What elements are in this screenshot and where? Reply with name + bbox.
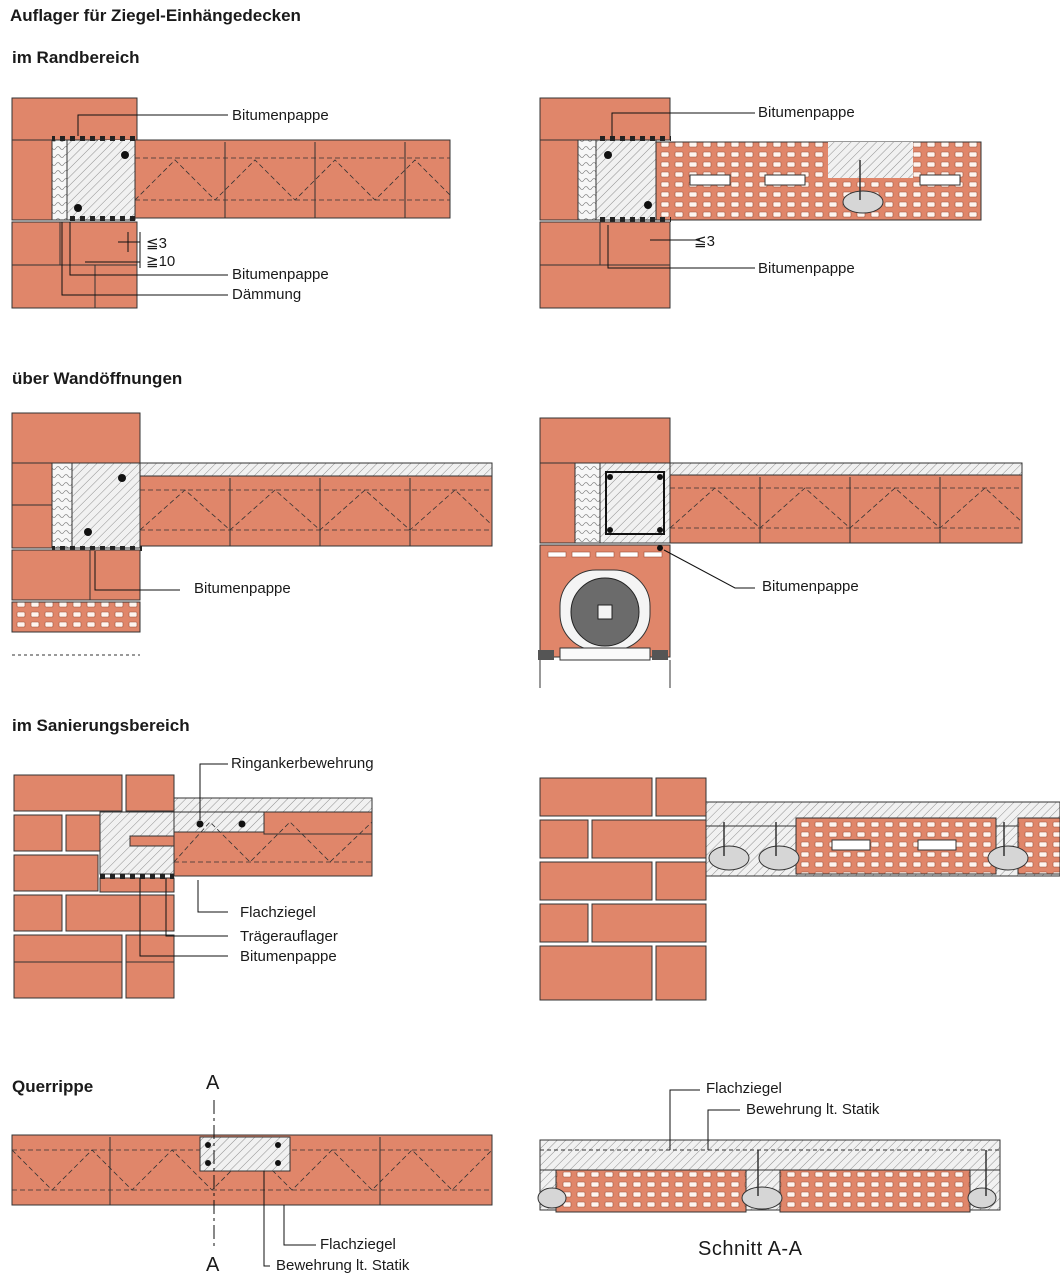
label-bitumenpappe-r2l: Bitumenpappe [194, 580, 291, 597]
drawing-randbereich-left [11, 97, 451, 309]
label-bitumenpappe-r3: Bitumenpappe [240, 948, 337, 965]
drawing-schnitt-aa [537, 1089, 1001, 1213]
section-mark-a-top: A [206, 1072, 220, 1094]
label-bewehrung-r4l: Bewehrung lt. Statik [276, 1257, 410, 1274]
label-dim-le3: ≦3 [146, 235, 167, 252]
section-heading-randbereich: im Randbereich [12, 48, 140, 67]
section-heading-querrippe: Querrippe [12, 1077, 94, 1096]
label-bewehrung-schnitt: Bewehrung lt. Statik [746, 1101, 880, 1118]
label-ringankerbewehrung: Ringankerbewehrung [231, 755, 374, 772]
label-traegerauflager: Trägerauflager [240, 928, 338, 945]
drawing-querrippe-left [11, 1100, 493, 1267]
label-bitumenpappe-r1l-bottom: Bitumenpappe [232, 266, 329, 283]
label-dim-le3-right: ≦3 [694, 233, 715, 250]
label-daemmung: Dämmung [232, 286, 302, 303]
label-flachziegel-r4: Flachziegel [320, 1236, 396, 1253]
drawing-randbereich-right [539, 97, 982, 309]
page-title: Auflager für Ziegel-Einhängedecken [10, 6, 301, 25]
drawing-sanierung-left [13, 763, 373, 999]
section-heading-wandoeffnungen: über Wandöffnungen [12, 369, 183, 388]
drawing-sanierung-right [539, 777, 1060, 1001]
label-flachziegel-schnitt: Flachziegel [706, 1080, 782, 1097]
label-bitumenpappe-r2r: Bitumenpappe [762, 578, 859, 595]
label-bitumenpappe-r1r-top: Bitumenpappe [758, 104, 855, 121]
label-dim-ge10: ≧10 [146, 253, 176, 270]
caption-schnitt-aa: Schnitt A-A [698, 1238, 803, 1260]
drawing-wandoeffnungen-right [538, 417, 1023, 688]
drawing-wandoeffnungen-left [11, 412, 493, 656]
label-bitumenpappe-r1l-top: Bitumenpappe [232, 107, 329, 124]
label-bitumenpappe-r1r-bottom: Bitumenpappe [758, 260, 855, 277]
section-heading-sanierung: im Sanierungsbereich [12, 716, 190, 735]
label-flachziegel-r3: Flachziegel [240, 904, 316, 921]
section-mark-a-bottom: A [206, 1254, 220, 1276]
